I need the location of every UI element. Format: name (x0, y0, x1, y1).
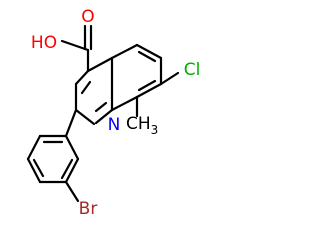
bond-ph3-br (64, 180, 80, 203)
bond-c2-phenyl (64, 108, 78, 138)
bond-c7-c8 (135, 82, 163, 99)
bond-ph5-ph6 (26, 134, 42, 161)
bond-c3-c4-inner (80, 80, 92, 95)
molecule-diagram: O HO N Cl CH3 Br (26, 7, 201, 219)
bond-c5-c6 (135, 43, 163, 60)
bond-c3-c4 (74, 69, 90, 86)
bond-c8a-n1-inner (94, 101, 108, 113)
methyl-subscript: 3 (151, 123, 159, 137)
bond-ph1-ph2 (64, 134, 80, 161)
bond-ph4-ph5 (26, 157, 42, 184)
bond-ph2-ph3-inner (60, 158, 74, 180)
methyl-text: CH (126, 114, 151, 134)
bond-carboxyl-hydroxyl (60, 39, 90, 52)
bond-c4a-c5 (110, 43, 139, 60)
bond-c4-c4a (86, 56, 114, 73)
bond-n1-c2 (74, 108, 96, 126)
bond-ph2-ph3 (64, 157, 80, 184)
bromine-label: Br (79, 199, 98, 219)
bond-c7-c8-inner (137, 79, 157, 92)
methyl-label: CH3 (126, 114, 158, 137)
oxygen-label: O (81, 7, 94, 27)
hydroxyl-label: HO (31, 33, 57, 53)
nitrogen-label: N (108, 115, 121, 135)
bond-c5-c6-inner (137, 50, 157, 63)
structure-canvas: O HO N Cl CH3 Br (26, 7, 201, 219)
bond-c8a-n1-double (94, 108, 114, 125)
bond-ph4-ph5-inner (32, 158, 45, 178)
bond-c8-c8a (110, 95, 139, 112)
chlorine-label: Cl (184, 60, 201, 80)
bond-c7-cl (159, 71, 180, 86)
